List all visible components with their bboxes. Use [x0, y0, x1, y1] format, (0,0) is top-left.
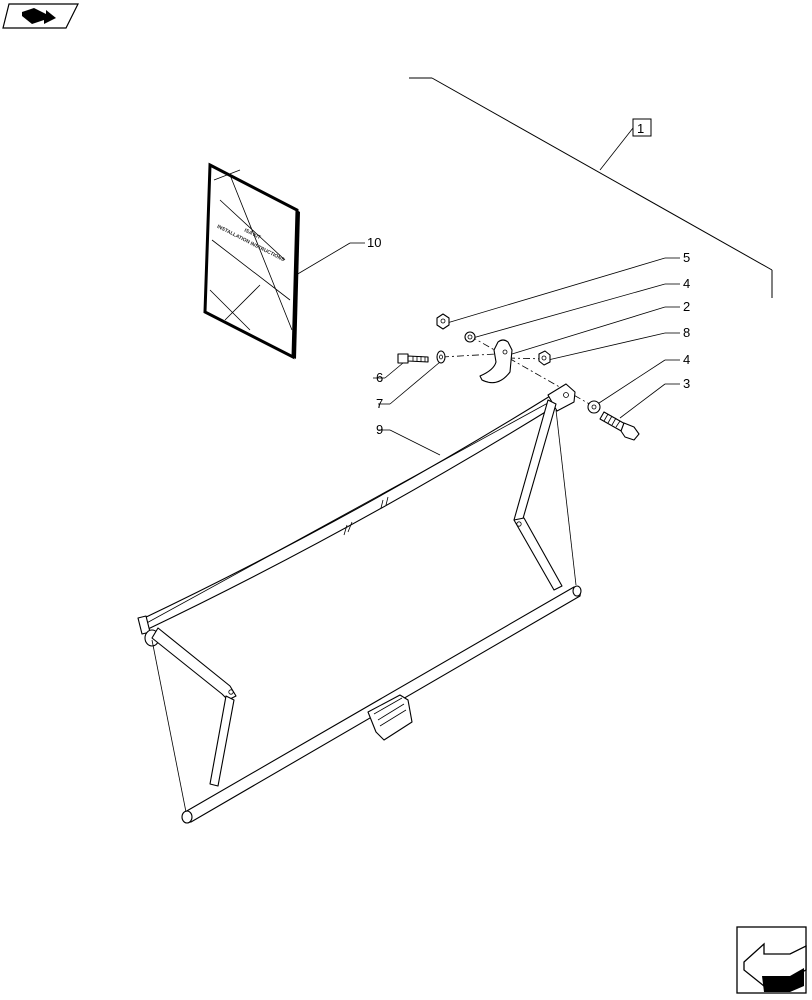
leader-lines [446, 257, 680, 419]
bolt-3 [599, 411, 640, 441]
nut-5 [436, 313, 450, 330]
kit-bracket: 1 [409, 77, 773, 298]
callout-9: 9 [376, 422, 383, 437]
instruction-booklet: ISA KIT INSTALLATION INSTRUCTIONS [203, 162, 300, 360]
callout-5: 5 [683, 250, 690, 265]
callout-1: 1 [637, 121, 644, 136]
washer-7 [436, 350, 446, 364]
bolt-6 [397, 353, 429, 364]
callout-4-lower: 4 [683, 352, 690, 367]
callout-8: 8 [683, 325, 690, 340]
next-page-arrow-icon[interactable] [736, 926, 807, 994]
callout-6: 6 [376, 370, 383, 385]
nut-8 [538, 350, 551, 366]
frame-9 [137, 383, 582, 824]
washer-4-upper [464, 331, 476, 343]
callout-box-1 [632, 118, 652, 137]
callout-2: 2 [683, 299, 690, 314]
prev-page-arrow-icon[interactable] [2, 3, 79, 29]
callout-10: 10 [367, 235, 381, 250]
callout-4-upper: 4 [683, 276, 690, 291]
callout-7: 7 [376, 396, 383, 411]
bracket-2 [479, 339, 513, 384]
washer-4-lower [587, 400, 601, 414]
callout-3: 3 [683, 376, 690, 391]
